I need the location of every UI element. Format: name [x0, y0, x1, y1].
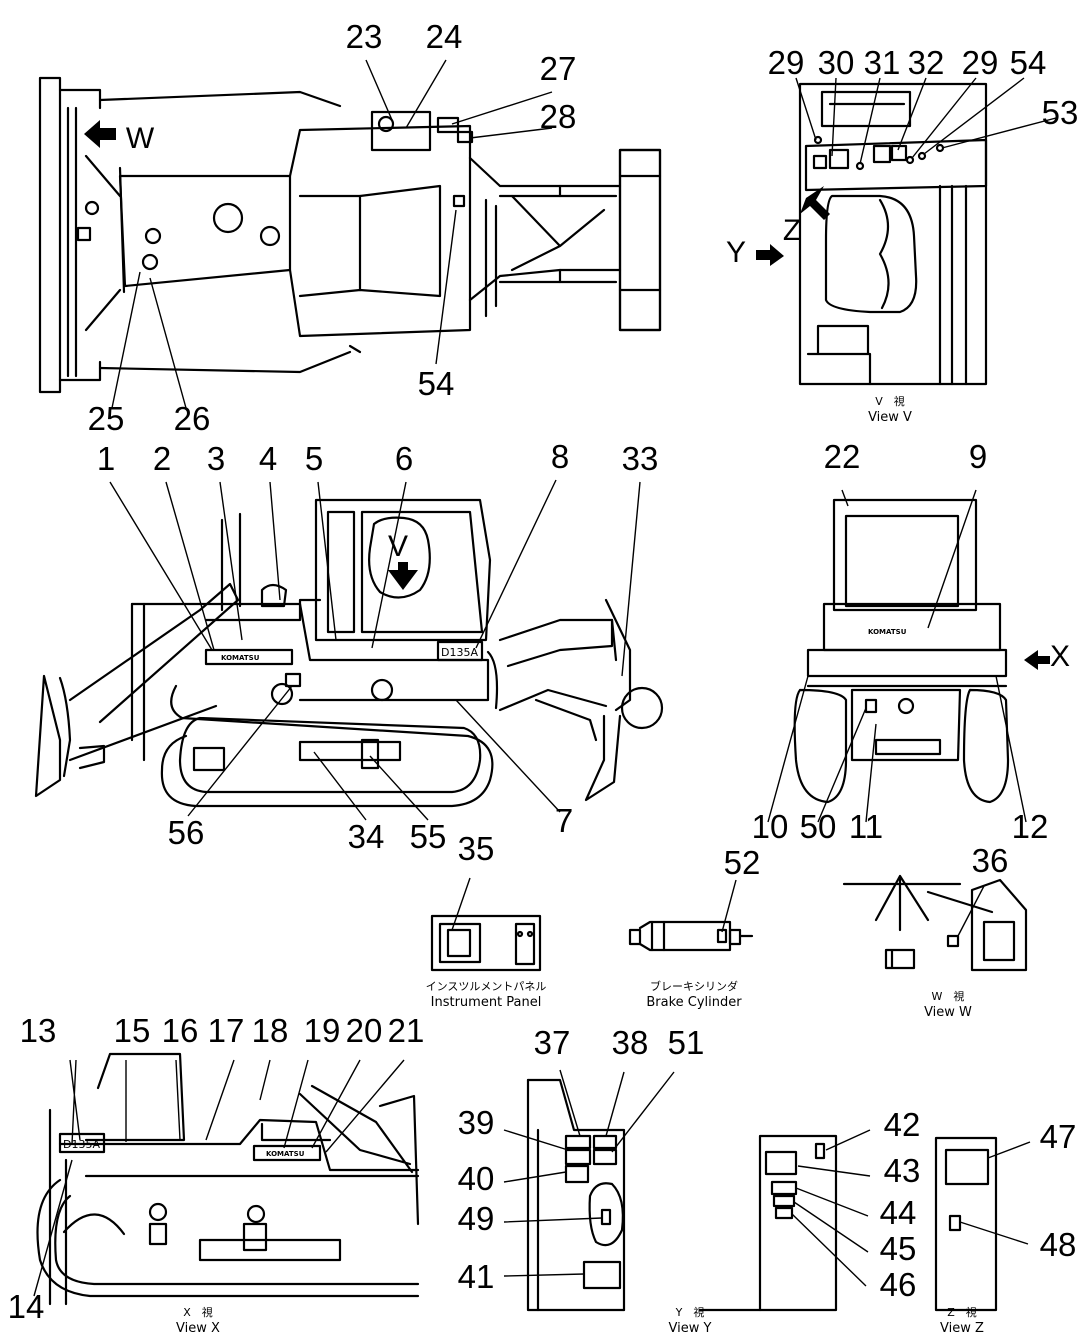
view-arrow-x: X	[1050, 640, 1070, 673]
view-arrow-y: Y	[726, 236, 746, 269]
komatsu-nameplate-view-x: KOMATSU	[266, 1150, 305, 1158]
callout-43: 43	[884, 1152, 921, 1189]
callout-50: 50	[800, 808, 837, 845]
caption-jp: Z 視	[947, 1305, 977, 1319]
callout-53: 53	[1042, 94, 1079, 131]
callout-35: 35	[458, 830, 495, 867]
callout-2: 2	[153, 440, 171, 477]
callout-42: 42	[884, 1106, 921, 1143]
instrument-panel-drawing	[430, 877, 542, 972]
view-v-drawing	[756, 77, 1057, 386]
callout-40: 40	[458, 1160, 495, 1197]
callout-45: 45	[880, 1230, 917, 1267]
callout-1: 1	[97, 440, 115, 477]
callout-24: 24	[426, 18, 463, 55]
callout-27: 27	[540, 50, 577, 87]
caption-en: View V	[868, 410, 912, 425]
callout-17: 17	[208, 1012, 245, 1049]
side-view-drawing: KOMATSU D135A	[34, 479, 664, 821]
callout-19: 19	[304, 1012, 341, 1049]
callout-6: 6	[395, 440, 413, 477]
model-plate-side: D135A	[441, 646, 478, 659]
callout-55: 55	[410, 818, 447, 855]
callout-31: 31	[864, 44, 901, 81]
caption-jp: ブレーキシリンダ	[650, 979, 738, 993]
view-arrow-w: W	[126, 122, 155, 155]
caption-en: Brake Cylinder	[646, 995, 742, 1010]
callout-34: 34	[348, 818, 385, 855]
callout-37: 37	[534, 1024, 571, 1061]
callout-21: 21	[388, 1012, 425, 1049]
callout-47: 47	[1040, 1118, 1077, 1155]
callout-54: 54	[418, 365, 455, 402]
callout-28: 28	[540, 98, 577, 135]
caption-en: Instrument Panel	[431, 995, 542, 1010]
callout-8: 8	[551, 438, 569, 475]
callout-4: 4	[259, 440, 277, 477]
callout-30: 30	[818, 44, 855, 81]
caption-en: View Y	[669, 1321, 712, 1336]
callout-41: 41	[458, 1258, 495, 1295]
callout-52: 52	[724, 844, 761, 881]
callout-10: 10	[752, 808, 789, 845]
top-view-drawing	[38, 59, 662, 409]
caption-jp: W 視	[932, 989, 965, 1003]
callout-51: 51	[668, 1024, 705, 1061]
callout-32: 32	[908, 44, 945, 81]
callout-18: 18	[252, 1012, 289, 1049]
callout-23: 23	[346, 18, 383, 55]
view-x-drawing: D135A KOMATSU	[33, 1052, 420, 1306]
callout-14: 14	[8, 1288, 45, 1325]
view-arrow-letters: W Y Z V X	[126, 122, 1070, 673]
view-arrow-v: V	[388, 530, 408, 563]
callout-13: 13	[20, 1012, 57, 1049]
callout-20: 20	[346, 1012, 383, 1049]
callout-29: 29	[768, 44, 805, 81]
callout-38: 38	[612, 1024, 649, 1061]
callout-11: 11	[849, 808, 883, 845]
callout-12: 12	[1012, 808, 1049, 845]
caption-jp: X 視	[183, 1305, 213, 1319]
view-y-drawing	[503, 1069, 675, 1312]
callout-22: 22	[824, 438, 861, 475]
caption-en: View W	[924, 1005, 972, 1020]
callout-26: 26	[174, 400, 211, 437]
callout-33: 33	[622, 440, 659, 477]
view-arrow-z: Z	[783, 214, 801, 247]
view-w-drawing	[842, 874, 1028, 972]
callout-7: 7	[555, 802, 573, 839]
callout-48: 48	[1040, 1226, 1077, 1263]
model-plate-view-x: D135A	[63, 1138, 100, 1151]
caption-en: View Z	[940, 1321, 984, 1336]
callout-44: 44	[880, 1194, 917, 1231]
callout-29: 29	[962, 44, 999, 81]
rear-view-drawing: KOMATSU	[767, 489, 1050, 823]
view-z-drawing	[698, 1129, 1031, 1312]
callout-54: 54	[1010, 44, 1047, 81]
callout-3: 3	[207, 440, 225, 477]
brake-cylinder-drawing	[628, 879, 754, 952]
caption-jp: V 視	[875, 394, 905, 408]
callout-9: 9	[969, 438, 987, 475]
caption-en: View X	[176, 1321, 220, 1336]
callout-56: 56	[168, 814, 205, 851]
view-captions: V 視 View V インスツルメントパネル Instrument Panel ブレーキ…	[176, 394, 984, 1336]
callout-25: 25	[88, 400, 125, 437]
caption-jp: Y 視	[675, 1305, 705, 1319]
callout-39: 39	[458, 1104, 495, 1141]
komatsu-nameplate-rear: KOMATSU	[868, 628, 907, 636]
caption-jp: インスツルメントパネル	[426, 980, 547, 993]
callout-15: 15	[114, 1012, 151, 1049]
callout-5: 5	[305, 440, 323, 477]
callout-49: 49	[458, 1200, 495, 1237]
callout-46: 46	[880, 1266, 917, 1303]
callout-36: 36	[972, 842, 1009, 879]
callout-16: 16	[162, 1012, 199, 1049]
komatsu-nameplate-side: KOMATSU	[221, 654, 260, 662]
